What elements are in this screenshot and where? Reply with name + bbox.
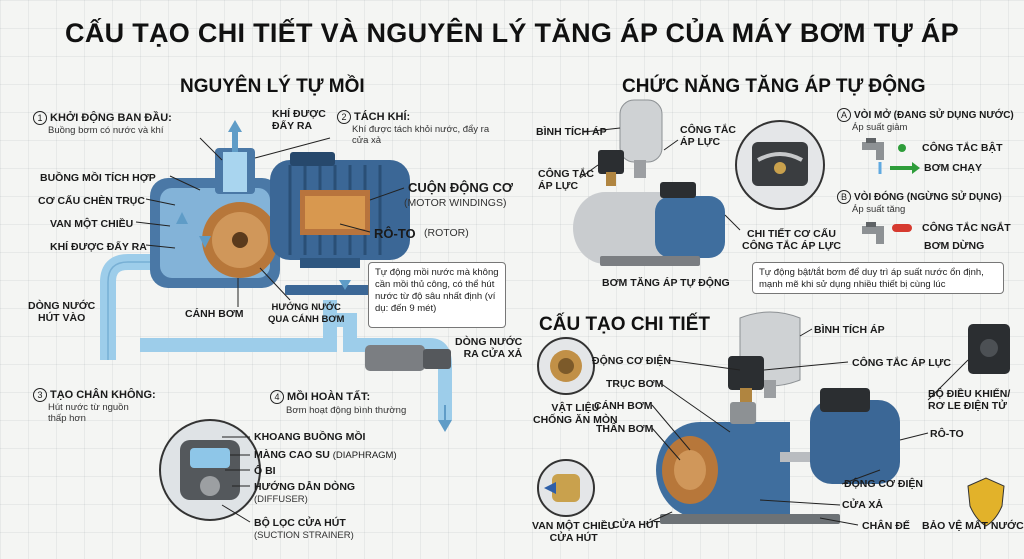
label-air-pushed-top: KHÍ ĐƯỢC ĐẨY RA: [272, 108, 326, 132]
label-pump-body: THÂN BƠM: [596, 423, 654, 435]
state-b-pump: BƠM DỪNG: [924, 240, 985, 252]
state-b-switch: CÔNG TẮC NGẮT: [922, 222, 1011, 234]
heading-self-priming: NGUYÊN LÝ TỰ MỒI: [180, 76, 365, 97]
label-motor-2: ĐỘNG CƠ ĐIỆN: [844, 478, 923, 490]
label-switch-detail: CHI TIẾT CƠ CẤU CÔNG TẮC ÁP LỰC: [742, 228, 841, 252]
label-rotor-2: RÔ-TO: [930, 428, 964, 440]
label-corrosion: VẬT LIỆU CHỐNG ĂN MÒN: [533, 402, 618, 426]
label-suction-port: CỬA HÚT: [612, 519, 660, 531]
label-discharge-port: CỬA XẢ: [842, 499, 883, 511]
label-impeller-2: CÁNH BƠM: [594, 400, 653, 412]
step-2-text: Khí được tách khỏi nước, đẩy ra cửa xả: [352, 124, 490, 146]
label-motor-winding-en: (MOTOR WINDINGS): [404, 197, 507, 209]
label-diffuser: HƯỚNG DẪN DÒNG: [254, 481, 356, 493]
label-rotor-en: (ROTOR): [424, 227, 469, 239]
booster-note: Tự động bật/tắt bơm để duy trì áp suất n…: [752, 262, 1004, 294]
page-title: CẤU TẠO CHI TIẾT VÀ NGUYÊN LÝ TĂNG ÁP CỦ…: [65, 18, 959, 48]
state-a-pump: BƠM CHẠY: [924, 162, 982, 174]
label-shaft-seal: CƠ CẤU CHÈN TRỤC: [38, 195, 145, 207]
label-water-in: DÒNG NƯỚC HÚT VÀO: [28, 300, 96, 324]
state-b-pressure: Áp suất tăng: [852, 204, 906, 215]
label-priming-chamber: BUỒNG MỒI TÍCH HỢP: [40, 172, 156, 184]
state-a-switch: CÔNG TẮC BẬT: [922, 142, 1003, 154]
label-bearing: Ổ BI: [254, 465, 276, 477]
step-4-text: Bơm hoạt động bình thường: [286, 405, 407, 416]
label-priming-cavity: KHOANG BUỒNG MỒI: [254, 431, 366, 443]
heading-structure: CẤU TẠO CHI TIẾT: [539, 314, 710, 335]
label-motor-winding: CUỘN ĐỘNG CƠ: [408, 180, 513, 195]
label-air-pushed: KHÍ ĐƯỢC ĐẨY RA: [50, 241, 147, 253]
label-tank-bottom: BÌNH TÍCH ÁP: [814, 324, 885, 336]
label-switch-bottom: CÔNG TẮC ÁP LỰC: [852, 357, 951, 369]
state-a-pressure: Áp suất giảm: [852, 122, 908, 133]
label-strainer: BỘ LỌC CỬA HÚT: [254, 517, 346, 529]
label-flow-impeller: HƯỚNG NƯỚC QUA CÁNH BƠM: [268, 302, 345, 325]
label-pump-shaft: TRỤC BƠM: [606, 378, 664, 390]
step-3-text: Hút nước từ nguồn thấp hơn: [48, 402, 129, 424]
label-switch-2: CÔNG TẮC ÁP LỰC: [538, 168, 594, 192]
label-tank-top: BÌNH TÍCH ÁP: [536, 126, 607, 138]
label-switch-1: CÔNG TẮC ÁP LỰC: [680, 124, 736, 148]
heading-auto-pressure: CHỨC NĂNG TĂNG ÁP TỰ ĐỘNG: [622, 76, 926, 97]
step-1-text: Buồng bơm có nước và khí: [48, 125, 164, 136]
label-suction-check-valve: VAN MỘT CHIỀU CỬA HÚT: [532, 520, 616, 544]
label-dry-run-protect: BẢO VỆ MẤT NƯỚC: [922, 520, 1024, 532]
label-rotor: RÔ-TO: [374, 226, 416, 241]
label-booster-pump: BƠM TĂNG ÁP TỰ ĐỘNG: [602, 277, 730, 289]
label-diaphragm: MÀNG CAO SU (DIAPHRAGM): [254, 449, 397, 461]
label-controller: BỘ ĐIỀU KHIỂN/ RƠ LE ĐIỆN TỬ: [928, 388, 1011, 412]
label-water-out: DÒNG NƯỚC RA CỬA XẢ: [455, 336, 523, 360]
label-strainer-en: (SUCTION STRAINER): [254, 530, 354, 541]
label-impeller: CÁNH BƠM: [185, 308, 244, 320]
label-check-valve: VAN MỘT CHIỀU: [50, 218, 134, 230]
label-diffuser-en: (DIFFUSER): [254, 494, 308, 505]
label-electric-motor: ĐỘNG CƠ ĐIỆN: [592, 355, 671, 367]
self-priming-note: Tự động mồi nước mà không cần mồi thủ cô…: [368, 262, 506, 328]
label-base: CHÂN ĐẾ: [862, 520, 910, 532]
